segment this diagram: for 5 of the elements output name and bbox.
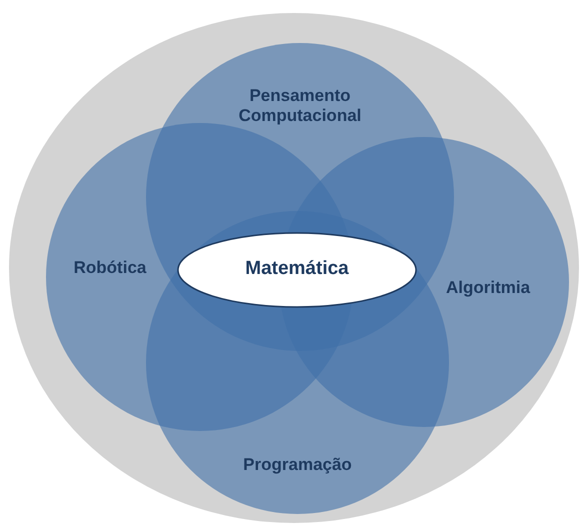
circle-label: Programação xyxy=(242,455,353,475)
circle-label: Algoritmia xyxy=(444,278,532,298)
circle-label: Pensamento Computacional xyxy=(238,86,362,126)
circle-label: Matemática xyxy=(244,259,350,279)
circle-label: Robótica xyxy=(72,258,148,278)
